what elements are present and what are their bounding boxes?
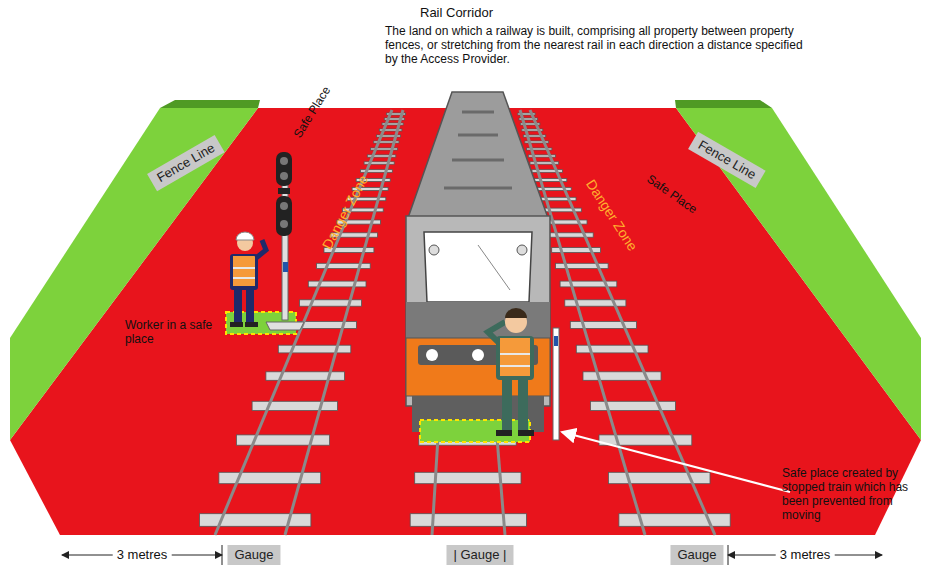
worker-figure (488, 308, 534, 436)
sleeper (619, 514, 730, 527)
callout-text: Worker in a safe place (125, 318, 235, 346)
gauge-tag: Gauge (227, 545, 280, 565)
sleeper (599, 435, 692, 445)
sleeper (300, 300, 362, 306)
sleeper (576, 345, 648, 353)
sleeper (219, 472, 321, 483)
safe-place-marker (420, 420, 530, 442)
sleeper (560, 281, 617, 287)
sleeper (317, 263, 371, 268)
sleeper (591, 401, 676, 410)
sleeper (608, 472, 710, 483)
box-text: | Gauge | (453, 547, 506, 563)
sleeper (236, 435, 329, 445)
title-text: Rail Corridor (420, 6, 493, 20)
sleeper (565, 300, 626, 306)
dimension-label: 3 metres (113, 548, 172, 562)
safe-place-area (10, 108, 258, 440)
embankment-edge (160, 100, 260, 108)
leader-line (562, 432, 790, 492)
sleeper (252, 401, 337, 410)
marker-post (554, 336, 558, 346)
signal-post (266, 152, 304, 330)
worker-figure (230, 232, 266, 327)
box-text: Gauge (677, 547, 716, 563)
sleeper (266, 372, 345, 381)
definition-note: The land on which a railway is built, co… (385, 24, 815, 66)
embankment-edge (675, 100, 772, 108)
dimension-lines (62, 545, 882, 565)
sleeper (200, 514, 311, 527)
gauge-tag: | Gauge | (446, 545, 513, 565)
callout-text: Safe place created by stopped train whic… (782, 466, 930, 522)
sleeper (583, 372, 661, 381)
marker-post (553, 328, 559, 440)
sleeper (308, 281, 366, 287)
sleeper (570, 322, 636, 329)
gauge-tag: Gauge (670, 545, 723, 565)
sleeper (278, 345, 351, 353)
sleeper (415, 472, 521, 483)
stopped-train (406, 92, 550, 432)
box-text: Gauge (234, 547, 273, 563)
sleeper (410, 514, 526, 527)
dimension-label: 3 metres (776, 548, 835, 562)
safe-place-area (676, 108, 921, 440)
